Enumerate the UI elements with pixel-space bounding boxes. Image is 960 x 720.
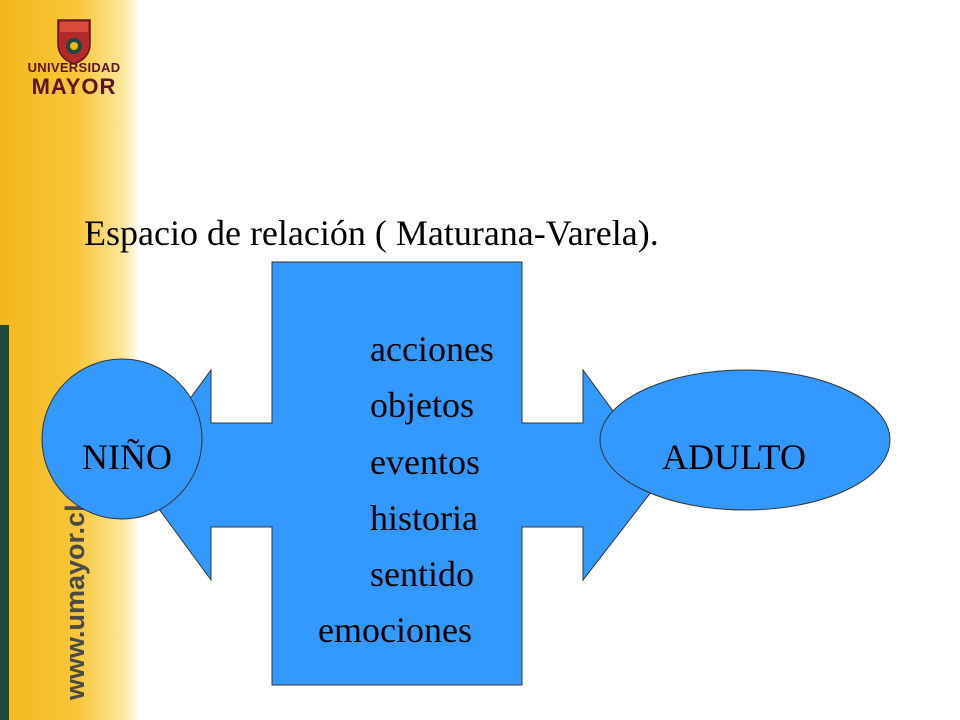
sidebar-accent-stripe [0, 325, 9, 720]
university-shield-icon [57, 19, 91, 65]
diagram-item: sentido [370, 554, 474, 594]
adulto-ellipse [599, 369, 891, 511]
diagram-item: objetos [370, 385, 474, 425]
diagram-item: historia [370, 498, 478, 538]
diagram-item: emociones [318, 610, 472, 650]
nino-label: NIÑO [82, 437, 172, 477]
diagram-item: eventos [370, 442, 480, 482]
logo-name-line2: MAYOR [31, 74, 117, 99]
logo-name-line1: UNIVERSIDAD [27, 60, 121, 75]
slide-title: Espacio de relación ( Maturana-Varela). [84, 213, 659, 253]
nino-circle [41, 358, 203, 520]
diagram-item: acciones [370, 329, 494, 369]
relation-space-shape [133, 261, 663, 686]
adulto-label: ADULTO [662, 437, 807, 477]
